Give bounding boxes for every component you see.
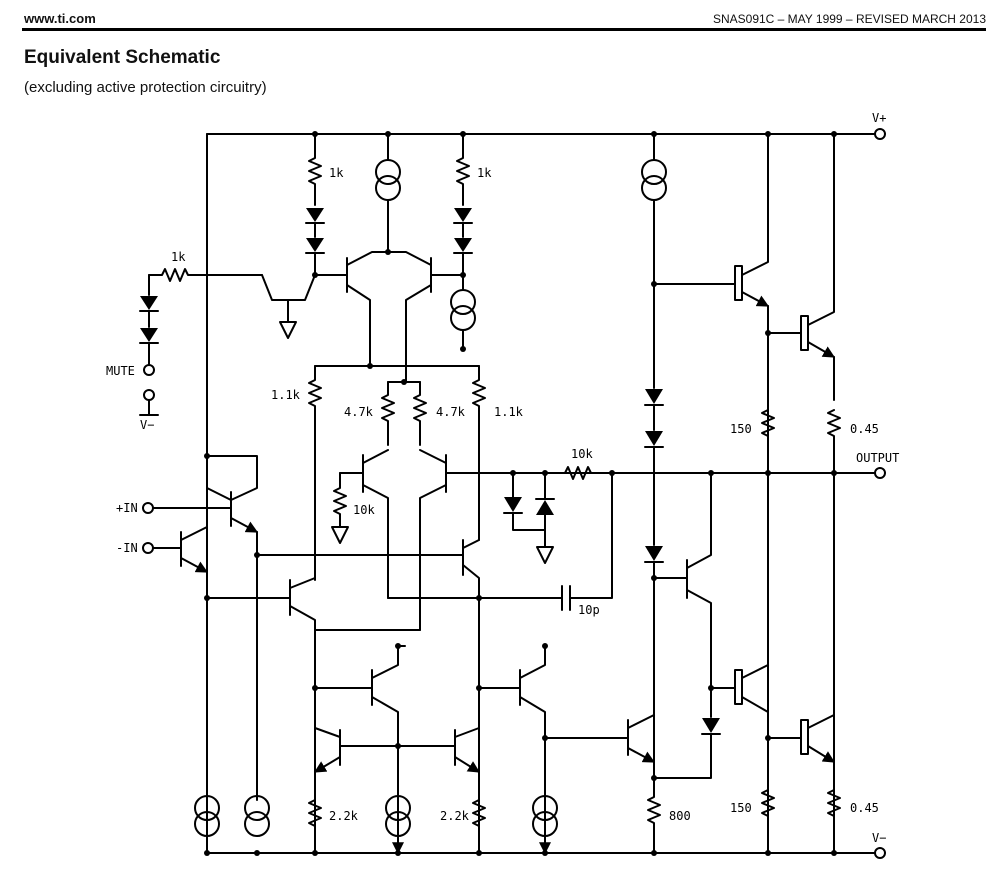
capacitor bbox=[387, 472, 613, 611]
resistor-value-label: 150 bbox=[730, 801, 752, 815]
current-source bbox=[244, 795, 270, 837]
transistor-pnp bbox=[419, 449, 613, 631]
transistor-pnp-driver bbox=[710, 664, 769, 713]
diode bbox=[644, 546, 664, 776]
resistor-value-label: 1k bbox=[171, 250, 186, 264]
diode bbox=[503, 472, 546, 531]
resistor bbox=[827, 409, 841, 854]
current-source bbox=[375, 133, 401, 253]
diode bbox=[653, 687, 721, 779]
mute-label: MUTE bbox=[106, 364, 135, 378]
current-source bbox=[194, 795, 220, 837]
header-rule bbox=[22, 28, 986, 31]
vplus-rail bbox=[206, 128, 886, 140]
transistor-pnp bbox=[387, 251, 464, 383]
transistor-pnp bbox=[339, 449, 389, 599]
mute-pin bbox=[143, 364, 155, 376]
resistor-value-label: 0.45 bbox=[850, 422, 879, 436]
resistor-value-label: 1.1k bbox=[494, 405, 524, 419]
in-plus-label: +IN bbox=[116, 501, 138, 515]
resistor-value-label: 0.45 bbox=[850, 801, 879, 815]
transistor-npn-driver bbox=[653, 133, 770, 307]
resistor-value-label: 2.2k bbox=[329, 809, 359, 823]
resistor bbox=[413, 381, 427, 446]
document-id: SNAS091C – MAY 1999 – REVISED MARCH 2013 bbox=[712, 12, 986, 26]
transistor-input-minus bbox=[180, 526, 209, 573]
resistor-value-label: 800 bbox=[669, 809, 691, 823]
resistor bbox=[472, 799, 486, 827]
diode bbox=[644, 389, 664, 406]
transistor-npn-lower bbox=[544, 714, 656, 763]
capacitor-value-label: 10p bbox=[578, 603, 600, 617]
resistor-value-label: 2.2k bbox=[440, 809, 470, 823]
diode bbox=[139, 296, 159, 312]
transistor-pnp bbox=[289, 577, 421, 631]
resistor-value-label: 4.7k bbox=[344, 405, 374, 419]
section-title: Equivalent Schematic bbox=[24, 47, 221, 68]
resistor bbox=[827, 789, 841, 817]
transistor-mute bbox=[261, 274, 316, 339]
transistor-pnp-power bbox=[767, 714, 836, 791]
resistor bbox=[544, 466, 613, 480]
junction-dots bbox=[204, 131, 837, 856]
diode bbox=[305, 208, 325, 224]
resistor bbox=[456, 133, 470, 206]
current-source bbox=[641, 133, 667, 389]
current-source bbox=[532, 795, 558, 837]
transistor-npn bbox=[313, 727, 456, 773]
current-source bbox=[450, 289, 476, 352]
resistor-value-label: 1k bbox=[329, 166, 344, 180]
resistor-value-label: 10k bbox=[571, 447, 593, 461]
in-minus-pin bbox=[142, 542, 182, 554]
diode bbox=[305, 222, 325, 254]
transistor-input-plus bbox=[206, 455, 259, 533]
output-label: OUTPUT bbox=[856, 451, 899, 465]
transistor-pnp bbox=[462, 539, 480, 854]
site-url[interactable]: www.ti.com bbox=[24, 11, 96, 26]
resistor bbox=[331, 472, 349, 544]
resistor bbox=[472, 365, 486, 541]
mute-vminus-label: V− bbox=[140, 418, 154, 432]
diode bbox=[644, 404, 664, 546]
diode bbox=[453, 222, 473, 254]
resistor bbox=[308, 365, 322, 581]
resistor-value-label: 4.7k bbox=[436, 405, 466, 419]
diode bbox=[453, 208, 473, 224]
resistor bbox=[761, 789, 775, 817]
resistor bbox=[308, 133, 322, 206]
transistor-npn bbox=[314, 645, 406, 855]
transistor-npn-power bbox=[767, 133, 836, 854]
resistor-value-label: 1k bbox=[477, 166, 492, 180]
resistor bbox=[647, 777, 661, 854]
current-source bbox=[385, 795, 411, 837]
vminus-label: V− bbox=[872, 831, 886, 845]
vplus-label: V+ bbox=[872, 111, 886, 125]
transistor-npn bbox=[478, 645, 551, 855]
resistor-value-label: 1.1k bbox=[271, 388, 301, 402]
mute-vminus-pin bbox=[139, 389, 159, 416]
resistor bbox=[761, 409, 775, 437]
resistor bbox=[148, 268, 263, 282]
output-node bbox=[611, 467, 886, 479]
transistor-npn-vbe bbox=[653, 472, 712, 689]
transistor-npn bbox=[454, 727, 481, 773]
in-minus-label: -IN bbox=[116, 541, 138, 555]
section-subtitle: (excluding active protection circuitry) bbox=[24, 79, 267, 96]
resistor-value-label: 10k bbox=[353, 503, 375, 517]
diode bbox=[535, 472, 555, 564]
resistor bbox=[381, 381, 395, 446]
resistor bbox=[308, 799, 322, 827]
transistor-pnp bbox=[314, 251, 389, 367]
in-plus-pin bbox=[142, 502, 232, 514]
resistor-value-label: 150 bbox=[730, 422, 752, 436]
diode bbox=[139, 310, 159, 365]
